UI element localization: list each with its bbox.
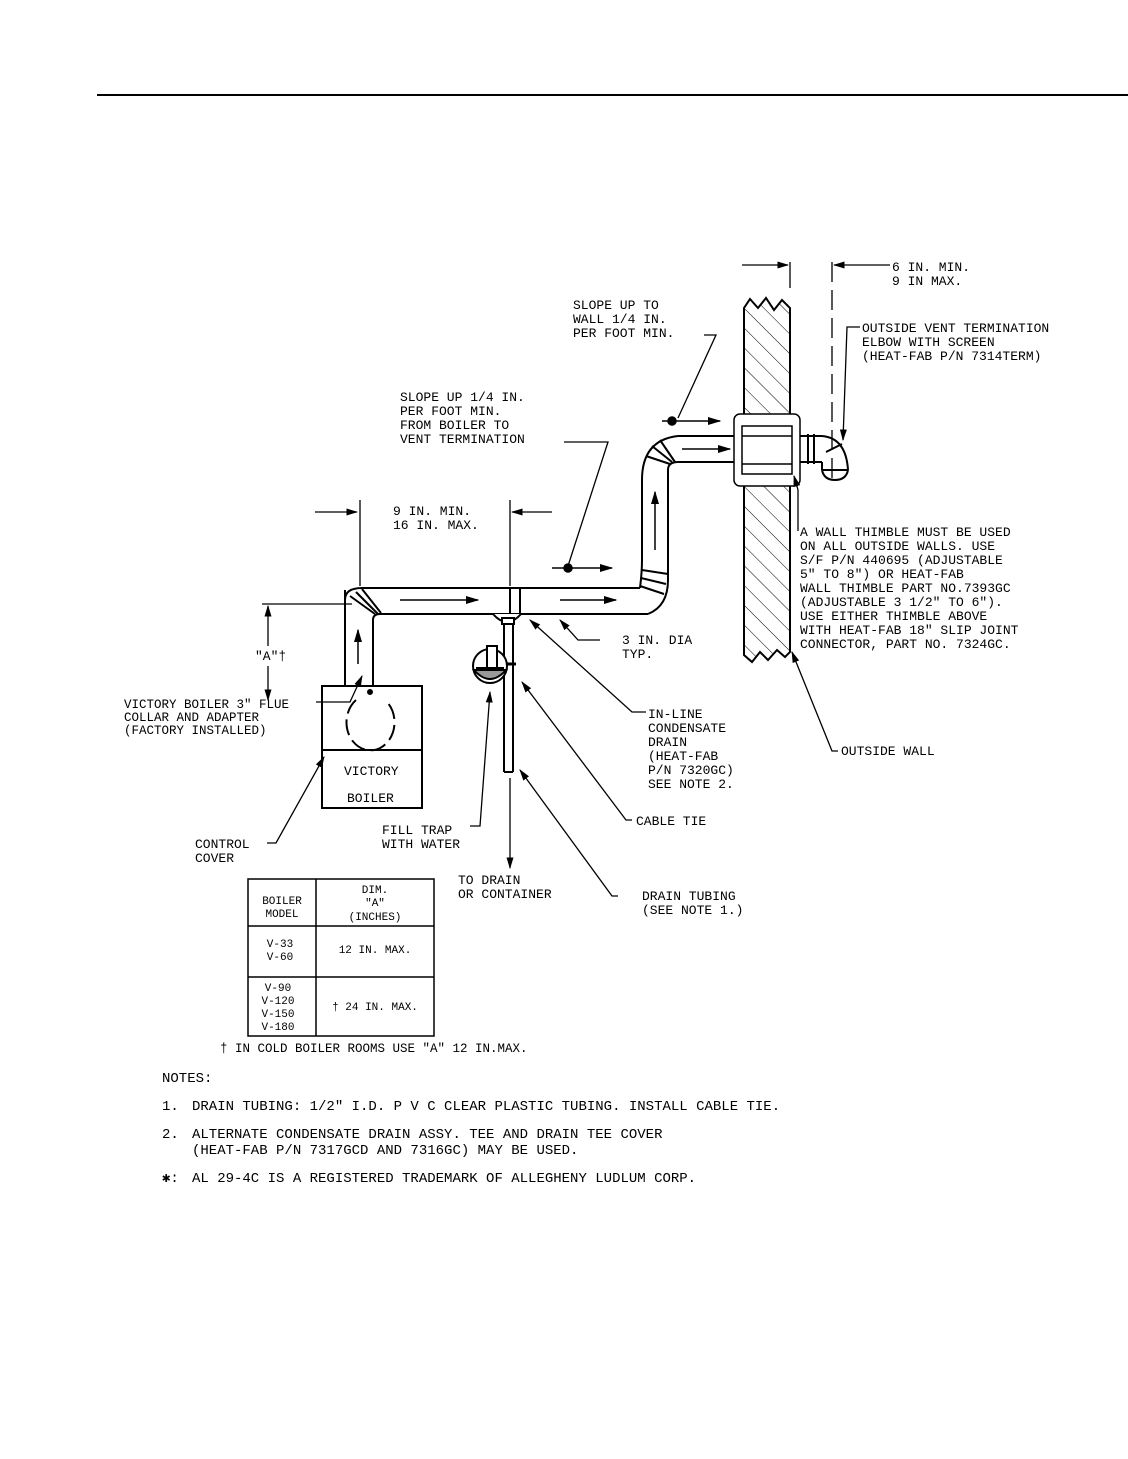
table-row-dim: 12 IN. MAX.	[339, 945, 412, 957]
svg-text:DRAIN TUBING: DRAIN TUBING	[642, 889, 736, 904]
svg-text:V-150: V-150	[261, 1009, 294, 1021]
svg-text:TYP.: TYP.	[622, 647, 653, 662]
note-item: 1. DRAIN TUBING: 1/2" I.D. P V C CLEAR P…	[162, 1099, 1062, 1115]
note-number: 1.	[162, 1099, 179, 1115]
label-fill-trap: FILL TRAP WITH WATER	[382, 823, 460, 852]
svg-text:9 IN MAX.: 9 IN MAX.	[892, 274, 962, 289]
drain-tubing	[501, 624, 516, 773]
vent-pipe	[344, 434, 849, 686]
fill-trap	[471, 645, 509, 684]
label-dim-a: "A"†	[255, 649, 286, 664]
svg-text:S/F P/N 440695 (ADJUSTABLE: S/F P/N 440695 (ADJUSTABLE	[800, 553, 1003, 568]
slope-indicators	[552, 416, 722, 573]
svg-text:SLOPE UP 1/4 IN.: SLOPE UP 1/4 IN.	[400, 390, 525, 405]
svg-text:SEE NOTE 2.: SEE NOTE 2.	[648, 777, 734, 792]
label-boiler-name: VICTORY BOILER	[344, 764, 399, 806]
note-text: AL 29-4C IS A REGISTERED TRADEMARK OF AL…	[192, 1171, 697, 1187]
svg-text:VICTORY: VICTORY	[344, 764, 399, 779]
note-item: ✱: AL 29-4C IS A REGISTERED TRADEMARK OF…	[162, 1171, 1062, 1187]
note-number: ✱:	[162, 1171, 179, 1187]
svg-text:WALL THIMBLE PART NO.7393GC: WALL THIMBLE PART NO.7393GC	[800, 581, 1011, 596]
svg-text:A WALL THIMBLE MUST BE USED: A WALL THIMBLE MUST BE USED	[800, 525, 1011, 540]
notes-section: NOTES: 1. DRAIN TUBING: 1/2" I.D. P V C …	[162, 1071, 1062, 1199]
note-text: ALTERNATE CONDENSATE DRAIN ASSY. TEE AND…	[192, 1127, 663, 1143]
svg-text:MODEL: MODEL	[265, 909, 298, 921]
label-condensate-drain: IN-LINE CONDENSATE DRAIN (HEAT-FAB P/N 7…	[648, 707, 734, 792]
svg-text:CONDENSATE: CONDENSATE	[648, 721, 726, 736]
svg-text:TO DRAIN: TO DRAIN	[458, 873, 520, 888]
label-cable-tie: CABLE TIE	[636, 814, 706, 829]
label-run-length: 9 IN. MIN. 16 IN. MAX.	[393, 504, 479, 533]
svg-text:VICTORY BOILER 3" FLUE: VICTORY BOILER 3" FLUE	[124, 698, 289, 712]
label-vent-termination: OUTSIDE VENT TERMINATION ELBOW WITH SCRE…	[862, 321, 1049, 364]
svg-text:PER FOOT MIN.: PER FOOT MIN.	[400, 404, 501, 419]
notes-title: NOTES:	[162, 1071, 213, 1087]
label-control-cover: CONTROL COVER	[195, 837, 250, 866]
svg-text:FILL TRAP: FILL TRAP	[382, 823, 452, 838]
label-outside-wall: OUTSIDE WALL	[841, 744, 935, 759]
svg-text:PER FOOT MIN.: PER FOOT MIN.	[573, 326, 674, 341]
svg-text:USE EITHER THIMBLE ABOVE: USE EITHER THIMBLE ABOVE	[800, 609, 987, 624]
svg-text:V-120: V-120	[261, 996, 294, 1008]
svg-text:6 IN. MIN.: 6 IN. MIN.	[892, 260, 970, 275]
table-footnote: † IN COLD BOILER ROOMS USE "A" 12 IN.MAX…	[220, 1042, 528, 1056]
note-text: DRAIN TUBING: 1/2" I.D. P V C CLEAR PLAS…	[192, 1099, 781, 1115]
label-pipe-dia: 3 IN. DIA TYP.	[622, 633, 692, 662]
label-wall-gap: 6 IN. MIN. 9 IN MAX.	[892, 260, 970, 289]
svg-text:CONTROL: CONTROL	[195, 837, 250, 852]
svg-text:DRAIN: DRAIN	[648, 735, 687, 750]
label-flue-collar: VICTORY BOILER 3" FLUE COLLAR AND ADAPTE…	[124, 698, 289, 738]
svg-text:(ADJUSTABLE 3 1/2" TO 6").: (ADJUSTABLE 3 1/2" TO 6").	[800, 595, 1003, 610]
svg-text:FROM BOILER TO: FROM BOILER TO	[400, 418, 509, 433]
svg-text:V-60: V-60	[267, 952, 293, 964]
victory-boiler	[321, 685, 423, 809]
svg-text:WALL 1/4 IN.: WALL 1/4 IN.	[573, 312, 667, 327]
svg-text:(SEE NOTE 1.): (SEE NOTE 1.)	[642, 903, 743, 918]
svg-text:(INCHES): (INCHES)	[349, 912, 402, 924]
svg-text:16 IN. MAX.: 16 IN. MAX.	[393, 518, 479, 533]
svg-text:OUTSIDE VENT TERMINATION: OUTSIDE VENT TERMINATION	[862, 321, 1049, 336]
note-item: 2. ALTERNATE CONDENSATE DRAIN ASSY. TEE …	[162, 1127, 1062, 1159]
svg-text:OR CONTAINER: OR CONTAINER	[458, 887, 552, 902]
svg-text:9 IN. MIN.: 9 IN. MIN.	[393, 504, 471, 519]
condensate-drain-tee	[492, 613, 522, 625]
svg-text:ON ALL OUTSIDE WALLS. USE: ON ALL OUTSIDE WALLS. USE	[800, 539, 995, 554]
svg-text:P/N 7320GC): P/N 7320GC)	[648, 763, 734, 778]
label-wall-thimble: A WALL THIMBLE MUST BE USED ON ALL OUTSI…	[800, 525, 1019, 652]
table-row-models: V-33	[267, 939, 293, 951]
label-drain-tubing: DRAIN TUBING (SEE NOTE 1.)	[642, 889, 743, 918]
svg-text:BOILER: BOILER	[347, 791, 394, 806]
svg-text:WITH HEAT-FAB 18" SLIP JOINT: WITH HEAT-FAB 18" SLIP JOINT	[800, 623, 1019, 638]
svg-text:CONNECTOR, PART NO. 7324GC.: CONNECTOR, PART NO. 7324GC.	[800, 637, 1011, 652]
note-number: 2.	[162, 1127, 179, 1143]
table-row-models: V-90	[265, 983, 291, 995]
label-to-drain: TO DRAIN OR CONTAINER	[458, 873, 552, 902]
svg-text:COVER: COVER	[195, 851, 234, 866]
dimension-lines	[262, 261, 890, 897]
svg-text:COLLAR AND ADAPTER: COLLAR AND ADAPTER	[124, 711, 260, 725]
svg-text:SLOPE UP TO: SLOPE UP TO	[573, 298, 659, 313]
table-row-dim: † 24 IN. MAX.	[332, 1002, 418, 1014]
svg-text:VENT TERMINATION: VENT TERMINATION	[400, 432, 525, 447]
table-header-model: BOILER	[262, 896, 302, 908]
svg-text:5" TO 8") OR HEAT-FAB: 5" TO 8") OR HEAT-FAB	[800, 567, 964, 582]
svg-text:V-180: V-180	[261, 1022, 294, 1034]
svg-text:(HEAT-FAB P/N 7314TERM): (HEAT-FAB P/N 7314TERM)	[862, 349, 1041, 364]
label-slope-from-boiler: SLOPE UP 1/4 IN. PER FOOT MIN. FROM BOIL…	[400, 390, 525, 447]
svg-text:WITH WATER: WITH WATER	[382, 837, 460, 852]
boiler-dimension-table: BOILER MODEL DIM. "A" (INCHES) V-33 V-60…	[247, 878, 435, 1037]
flow-arrows	[353, 444, 732, 664]
svg-text:(FACTORY INSTALLED): (FACTORY INSTALLED)	[124, 724, 267, 738]
label-slope-to-wall: SLOPE UP TO WALL 1/4 IN. PER FOOT MIN.	[573, 298, 674, 341]
svg-text:(HEAT-FAB: (HEAT-FAB	[648, 749, 718, 764]
wall-thimble	[733, 413, 801, 487]
svg-text:"A": "A"	[365, 898, 385, 910]
note-text: (HEAT-FAB P/N 7317GCD AND 7316GC) MAY BE…	[192, 1143, 579, 1159]
svg-text:ELBOW WITH SCREEN: ELBOW WITH SCREEN	[862, 335, 995, 350]
table-header-dim: DIM.	[362, 885, 388, 897]
svg-text:3 IN. DIA: 3 IN. DIA	[622, 633, 692, 648]
svg-text:IN-LINE: IN-LINE	[648, 707, 703, 722]
